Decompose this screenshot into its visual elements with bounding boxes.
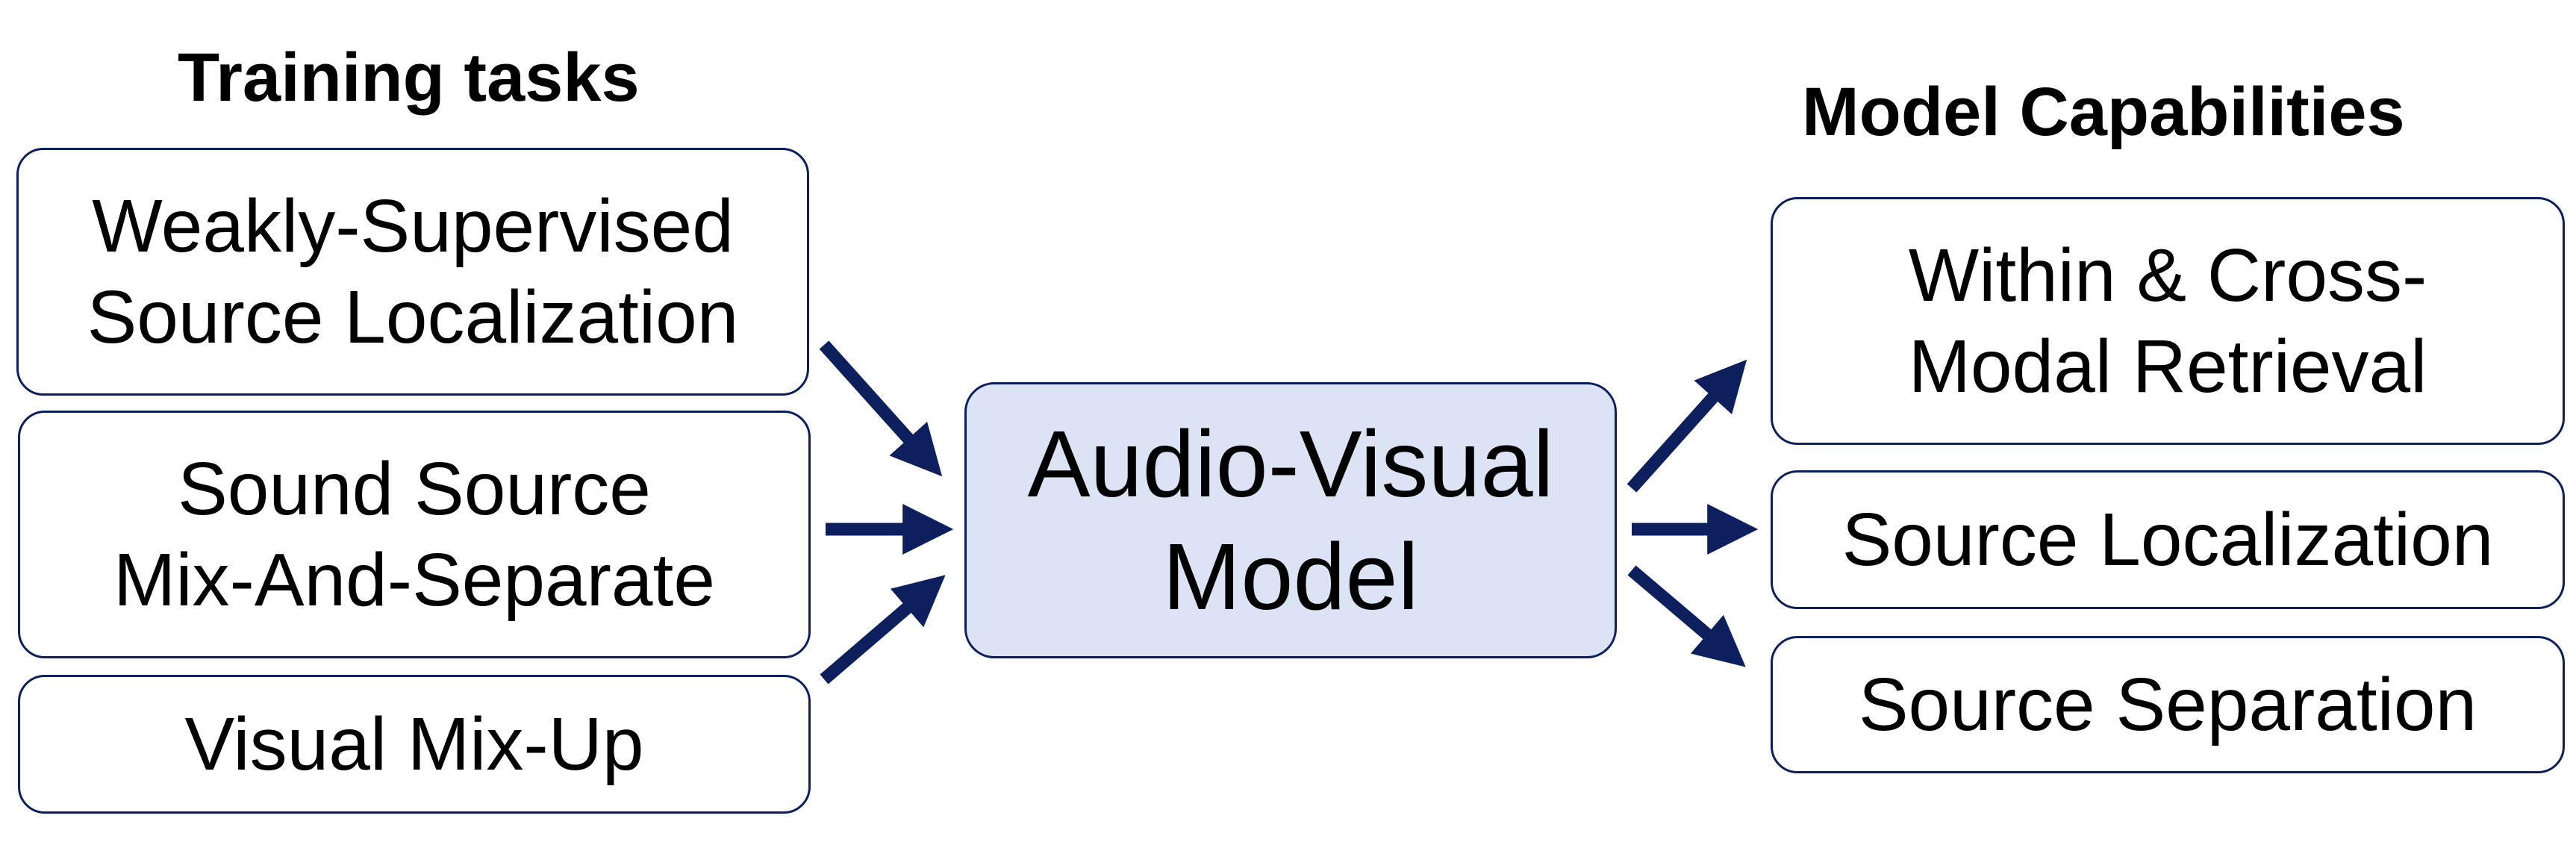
capability-line: Modal Retrieval (1908, 325, 2427, 408)
training-task-weakly-supervised-localization: Weakly-Supervised Source Localization (16, 148, 809, 396)
arrow-weakly-supervised-to-model (819, 340, 943, 477)
capability-line: Source Localization (1841, 498, 2494, 581)
training-task-line: Source Localization (87, 275, 739, 359)
training-task-mix-and-separate: Sound Source Mix-And-Separate (18, 411, 811, 658)
capability-source-localization: Source Localization (1771, 470, 2565, 609)
training-task-line: Sound Source (178, 447, 651, 531)
arrow-visual-mix-up-to-model (820, 575, 946, 685)
model-capabilities-heading: Model Capabilities (1802, 74, 2405, 150)
training-task-line: Visual Mix-Up (184, 702, 644, 786)
capability-line: Within & Cross- (1908, 234, 2427, 317)
capability-source-separation: Source Separation (1771, 636, 2565, 773)
arrow-model-to-source-separation (1627, 565, 1746, 667)
capability-line: Source Separation (1858, 663, 2477, 746)
audio-visual-model-box: Audio-Visual Model (964, 382, 1617, 658)
training-task-visual-mix-up: Visual Mix-Up (18, 675, 811, 814)
training-tasks-heading: Training tasks (178, 40, 640, 116)
training-task-line: Mix-And-Separate (113, 538, 715, 622)
capability-retrieval: Within & Cross- Modal Retrieval (1771, 197, 2565, 445)
model-label-line: Audio-Visual (1027, 411, 1554, 517)
arrow-model-to-retrieval (1627, 359, 1747, 493)
training-task-line: Weakly-Supervised (92, 184, 734, 268)
model-label-line: Model (1162, 524, 1419, 629)
